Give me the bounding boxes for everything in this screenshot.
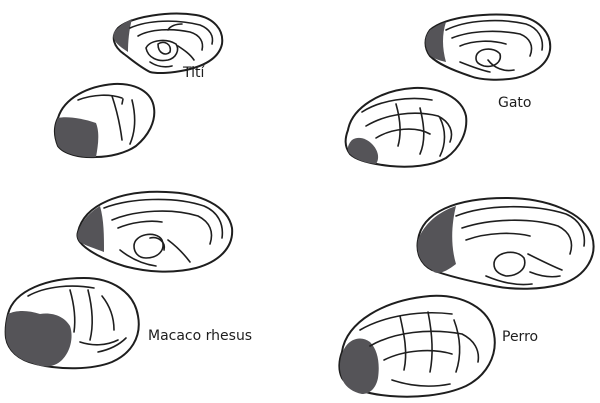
titi-lateral-brain <box>54 82 156 159</box>
macaco-rhesus-label: Macaco rhesus <box>148 328 253 344</box>
macaco-medial-brain <box>76 190 234 273</box>
titi-medial-brain <box>112 12 224 75</box>
gato-lateral-brain <box>344 86 468 168</box>
perro-label: Perro <box>502 329 539 345</box>
gato-label: Gato <box>498 95 532 111</box>
titi-label: Tití <box>183 65 205 81</box>
perro-lateral-brain <box>338 294 496 398</box>
gato-medial-brain <box>424 13 552 81</box>
perro-medial-brain <box>416 197 595 290</box>
macaco-lateral-brain <box>4 277 140 370</box>
